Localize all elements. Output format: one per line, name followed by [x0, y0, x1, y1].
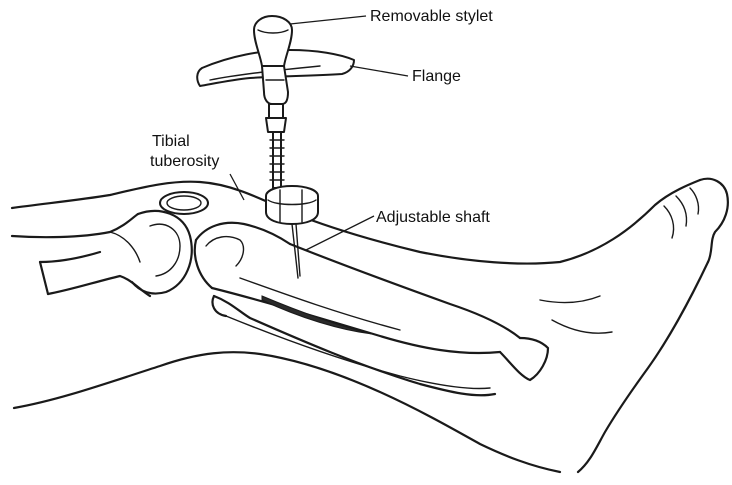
leg-outline	[12, 179, 728, 472]
patella	[160, 192, 208, 214]
stylet-cap	[254, 16, 292, 66]
label-tuberosity: tuberosity	[150, 153, 219, 170]
label-flange: Flange	[412, 68, 461, 85]
tibia-bone	[195, 223, 548, 395]
label-removable-stylet: Removable stylet	[370, 8, 493, 25]
label-tibial: Tibial	[152, 133, 190, 150]
intraosseous-needle	[197, 16, 354, 278]
femur-bone	[12, 211, 192, 296]
label-adjustable-shaft: Adjustable shaft	[376, 209, 490, 226]
